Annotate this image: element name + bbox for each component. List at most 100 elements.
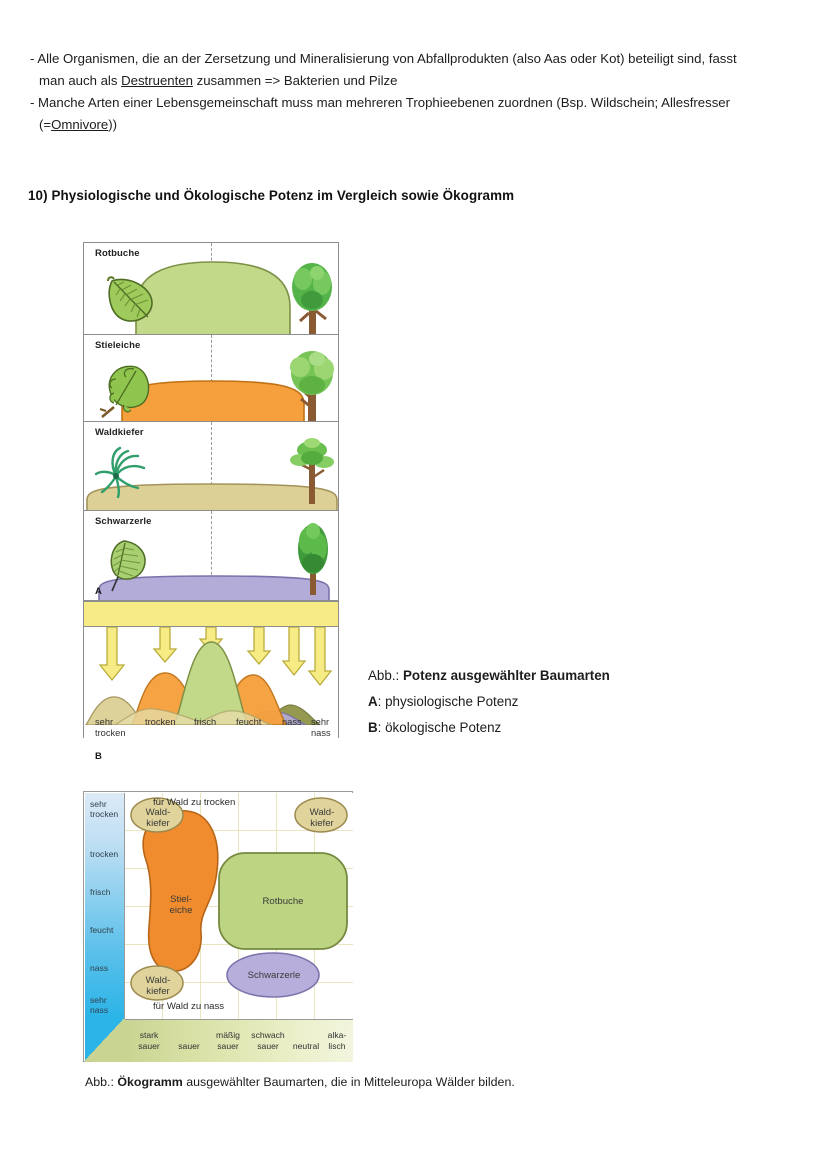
label-line-1: Wald- (309, 807, 335, 818)
caption1-desc-a: : physiologische Potenz (377, 694, 519, 709)
x-axis-label-sauer: sauer (178, 1041, 200, 1051)
panel-stieleiche: Stieleiche (84, 335, 338, 422)
note-bullet-1-line-1: - Alle Organismen, die an der Zersetzung… (30, 51, 737, 66)
figure1-caption: Abb.: Potenz ausgewählter Baumarten A: p… (368, 663, 610, 741)
panel-label-stieleiche: Stieleiche (95, 340, 141, 351)
x-axis-label-stark-sauer-l1: stark (139, 1030, 159, 1040)
panel-label-rotbuche: Rotbuche (95, 248, 140, 259)
caption2-prefix: Abb.: (85, 1075, 118, 1089)
b-axis-label-nass: nass (282, 717, 302, 727)
potency-curve-schwarzerle (98, 575, 330, 600)
tree-icon-schwarzerle (298, 523, 328, 595)
blob-label-stieleiche: Stiel- eiche (158, 894, 204, 916)
b-axis-label-frisch: frisch (194, 717, 217, 727)
figure-potenz: Rotbuche Stieleiche (83, 242, 339, 765)
tree-icon-rotbuche (292, 263, 332, 334)
x-axis-label-stark-sauer-l2: sauer (138, 1041, 160, 1051)
blob-waldkiefer-bottom-left (130, 965, 184, 1001)
panel-waldkiefer: Waldkiefer (84, 422, 338, 511)
b-axis-label-sehr-trocken-l1: sehr (95, 717, 114, 727)
note-text: (= (39, 117, 52, 132)
panel-b-oekologische-potenz: sehr trocken trocken frisch feucht nass … (84, 627, 338, 765)
label-line-1: Wald- (145, 807, 171, 818)
blob-rotbuche (218, 852, 348, 950)
note-text: zusammen => Bakterien und Pilze (192, 73, 398, 88)
x-axis-label-maessig-sauer-l2: sauer (217, 1041, 239, 1051)
blob-label-rotbuche: Rotbuche (262, 896, 304, 907)
x-axis-label-alkalisch-l1: alka- (327, 1030, 347, 1040)
label-line-1: Stiel- (170, 894, 192, 905)
blob-label-schwarzerle: Schwarzerle (247, 970, 301, 981)
b-axis-labels: sehr trocken trocken frisch feucht nass … (84, 717, 338, 747)
panel-label-waldkiefer: Waldkiefer (95, 427, 144, 438)
species-blobs (130, 797, 348, 1001)
caption1-line1: Abb.: Potenz ausgewählter Baumarten (368, 663, 610, 689)
figure1-corner-label-a: A (95, 586, 102, 597)
x-axis-label-maessig-sauer-l1: mäßig (216, 1030, 240, 1040)
x-axis-label-neutral: neutral (292, 1041, 320, 1051)
y-axis-label-sehr-nass-l2: nass (90, 1005, 109, 1015)
figure-oekogramm: Wald- kiefer Wald- kiefer Wald- kiefer S… (83, 791, 353, 1062)
blob-waldkiefer-top-right (294, 797, 348, 833)
gridline-horizontal (125, 830, 353, 831)
section-heading: 10) Physiologische und Ökologische Poten… (28, 188, 515, 203)
caption1-line3: B: ökologische Potenz (368, 715, 610, 741)
label-line-2: eiche (169, 905, 193, 916)
median-dashed-line (211, 422, 212, 510)
b-axis-label-sehr-nass-l1: sehr (311, 717, 330, 727)
panel-schwarzerle: Schwarzerle A (84, 511, 338, 601)
y-axis-label-feucht: feucht (90, 925, 114, 935)
y-axis-label-sehr-trocken-l2: trocken (90, 809, 119, 819)
b-axis-label-trocken: trocken (145, 717, 176, 727)
blob-stieleiche (142, 810, 219, 972)
term-omnivore: Omnivore (51, 117, 109, 132)
median-dashed-line (211, 335, 212, 421)
leaf-icon-stieleiche (99, 365, 150, 418)
panel-label-schwarzerle: Schwarzerle (95, 516, 152, 527)
term-destruenten: Destruenten (121, 73, 193, 88)
caption1-desc-b: : ökologische Potenz (377, 720, 502, 735)
note-fuer-wald-zu-nass: für Wald zu nass (153, 1001, 225, 1012)
transfer-band (84, 601, 338, 627)
y-axis-label-trocken: trocken (90, 849, 119, 859)
caption1-key-b: B (368, 720, 378, 735)
oekogramm-y-axis: sehr trocken trocken frisch feucht nass … (85, 793, 125, 1019)
tree-icon-stieleiche (290, 351, 334, 421)
y-axis-label-sehr-trocken-l1: sehr (90, 799, 107, 809)
x-axis-label-schwach-sauer-l2: sauer (257, 1041, 279, 1051)
figure2-caption: Abb.: Ökogramm ausgewählter Baumarten, d… (85, 1075, 515, 1089)
note-text: man auch als (39, 73, 122, 88)
y-axis-label-sehr-nass-l1: sehr (90, 995, 107, 1005)
oekogramm-plot-area: Wald- kiefer Wald- kiefer Wald- kiefer S… (125, 793, 353, 1019)
transfer-arrows (98, 627, 333, 687)
median-dashed-line (211, 511, 212, 600)
oekogramm-axis-corner (85, 1019, 125, 1062)
blob-waldkiefer-top-left (130, 797, 184, 833)
ecological-potency-curves (85, 641, 322, 725)
caption1-prefix: Abb.: (368, 668, 403, 683)
y-axis-label-nass: nass (90, 963, 109, 973)
tree-icon-waldkiefer (290, 438, 334, 504)
b-axis-label-sehr-trocken-l2: trocken (95, 728, 126, 738)
blob-label-waldkiefer-top-left: Wald- kiefer (133, 807, 183, 829)
note-fuer-wald-zu-trocken: für Wald zu trocken (153, 797, 236, 808)
note-bullet-1-line-2: man auch als Destruenten zusammen => Bak… (30, 70, 782, 92)
caption2-rest: ausgewählter Baumarten, die in Mitteleur… (182, 1075, 515, 1089)
caption1-line2: A: physiologische Potenz (368, 689, 610, 715)
b-axis-label-sehr-nass-l2: nass (311, 728, 331, 738)
figure1-corner-label-b: B (95, 751, 102, 762)
caption1-key-a: A (368, 694, 378, 709)
b-axis-label-feucht: feucht (236, 717, 262, 727)
label-line-2: kiefer (146, 986, 170, 997)
leaf-icon-schwarzerle (110, 540, 146, 592)
x-axis-label-alkalisch-l2: lisch (328, 1041, 346, 1051)
leaf-icon-rotbuche (107, 276, 153, 322)
caption2-title: Ökogramm (117, 1075, 183, 1089)
note-bullet-2-line-2: (=Omnivore)) (30, 114, 782, 136)
note-bullet-2-line-1: - Manche Arten einer Lebensgemeinschaft … (30, 95, 731, 110)
notes-block: - Alle Organismen, die an der Zersetzung… (30, 48, 782, 136)
blob-label-waldkiefer-bottom-left: Wald- kiefer (133, 975, 183, 997)
label-line-2: kiefer (310, 818, 334, 829)
blob-label-waldkiefer-top-right: Wald- kiefer (297, 807, 347, 829)
oekogramm-x-axis: stark sauer sauer mäßig sauer schwach sa… (125, 1019, 353, 1062)
